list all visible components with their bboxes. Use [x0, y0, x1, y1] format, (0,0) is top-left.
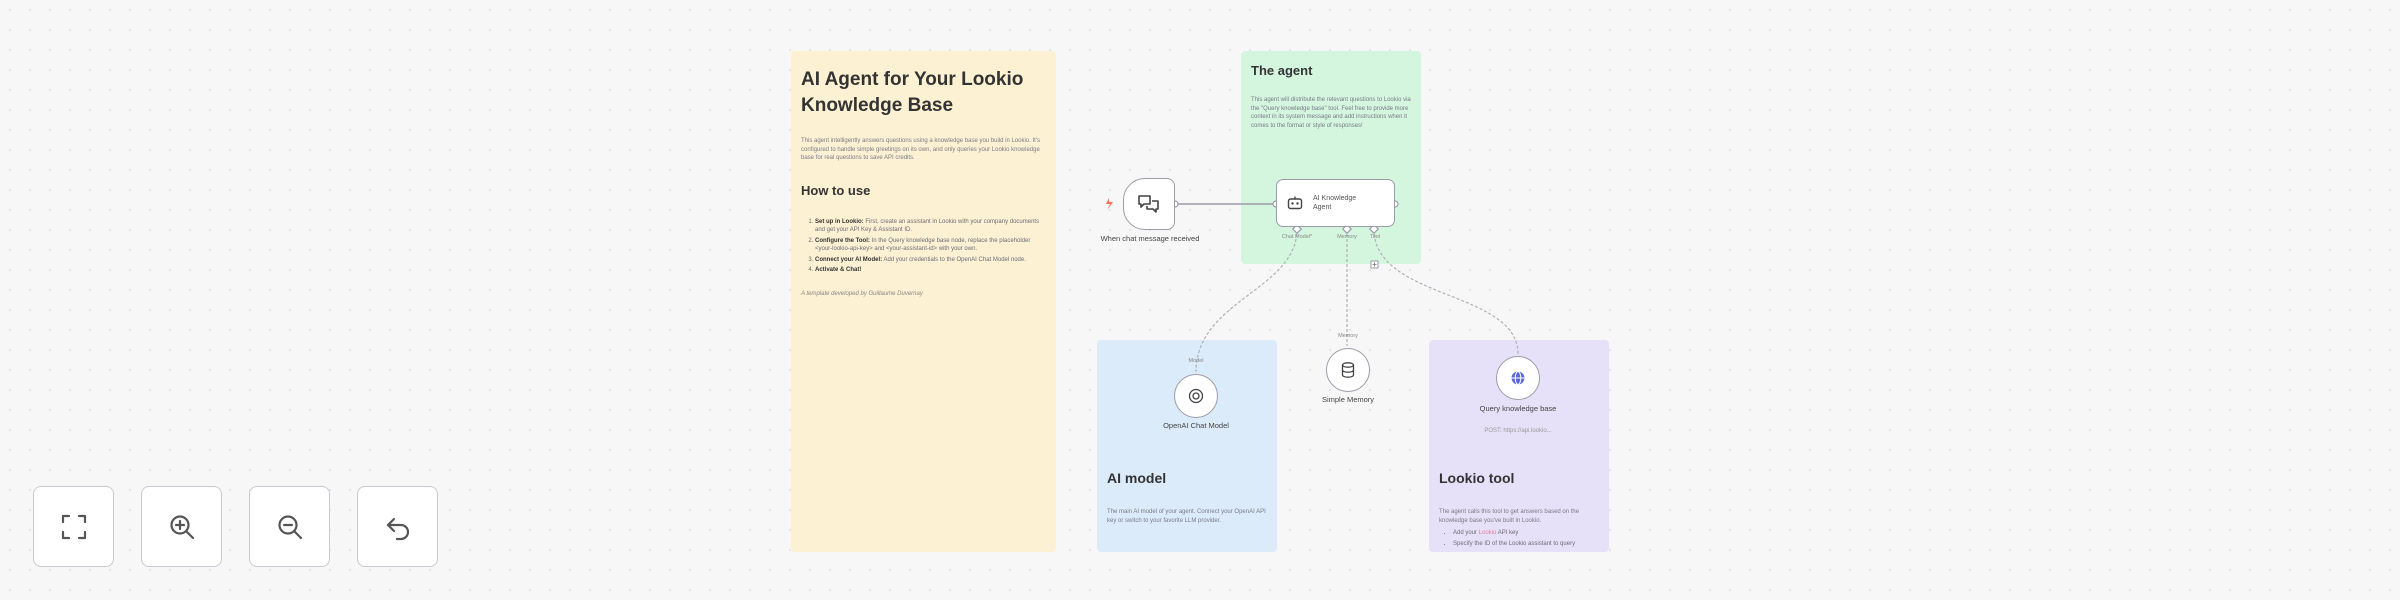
tool-port-label: Tool	[1369, 234, 1381, 240]
zoom-out-icon	[277, 514, 302, 539]
reset-zoom-icon	[386, 517, 409, 540]
query-label: Query knowledge base	[1479, 404, 1557, 413]
chat-bubbles-icon	[1138, 195, 1159, 213]
chat-trigger-node[interactable]	[1123, 178, 1175, 230]
openai-chat-model-node[interactable]	[1174, 374, 1218, 418]
intro-description: This agent intelligently answers questio…	[801, 138, 1040, 161]
how-to-heading: How to use	[801, 182, 871, 198]
simple-memory-node[interactable]	[1326, 348, 1370, 392]
step-item: Activate & Chat!	[815, 266, 1046, 275]
globe-icon	[1511, 371, 1525, 385]
model-note-title: AI model	[1107, 470, 1167, 486]
query-knowledge-base-node[interactable]	[1496, 356, 1540, 400]
tool-note-bullets: Add your Lookio API key Specify the ID o…	[1439, 529, 1599, 548]
how-to-steps: Set up in Lookio: First, create an assis…	[801, 218, 1046, 275]
bullet-item: Add your Lookio API key	[1453, 529, 1599, 538]
ai-agent-node[interactable]: AI Knowledge Agent	[1276, 179, 1395, 227]
trigger-bolt-icon	[1106, 198, 1113, 210]
lookio-link[interactable]: Lookio	[1478, 530, 1497, 536]
query-sublabel: POST: https://api.lookio...	[1484, 428, 1552, 434]
model-note-description: The main AI model of your agent. Connect…	[1107, 509, 1266, 524]
reset-zoom-button[interactable]	[357, 486, 438, 567]
sticky-note-intro[interactable]: AI Agent for Your Lookio Knowledge Base …	[791, 51, 1056, 552]
memory-port-label: Memory	[1337, 234, 1357, 240]
fit-view-button[interactable]	[33, 486, 114, 567]
openai-port-label: Model	[1188, 358, 1204, 364]
intro-title: AI Agent for Your Lookio Knowledge Base	[801, 69, 1024, 116]
fit-view-icon	[61, 514, 86, 539]
bullet-item: Specify the ID of the Lookio assistant t…	[1453, 540, 1599, 549]
database-icon	[1341, 362, 1355, 378]
step-item: Configure the Tool: In the Query knowled…	[815, 237, 1046, 254]
agent-note-title: The agent	[1251, 63, 1313, 78]
agent-label: AI Knowledge Agent	[1313, 195, 1357, 211]
openai-logo-icon	[1188, 388, 1204, 404]
memory-node-port-label: Memory	[1338, 333, 1358, 339]
step-item: Set up in Lookio: First, create an assis…	[815, 218, 1046, 235]
connection-model[interactable]	[1195, 228, 1298, 373]
intro-footer: A template developed by Guillaume Duvern…	[801, 290, 923, 297]
zoom-in-button[interactable]	[141, 486, 222, 567]
tool-note-title: Lookio tool	[1439, 470, 1515, 486]
memory-label: Simple Memory	[1321, 395, 1375, 404]
tool-note-description: The agent calls this tool to get answers…	[1439, 509, 1580, 524]
robot-icon	[1287, 196, 1303, 210]
zoom-in-icon	[169, 514, 194, 539]
zoom-out-button[interactable]	[249, 486, 330, 567]
sticky-note-agent[interactable]: The agent This agent will distribute the…	[1241, 51, 1421, 264]
connection-tool[interactable]	[1373, 228, 1519, 355]
step-item: Connect your AI Model: Add your credenti…	[815, 256, 1046, 265]
trigger-label: When chat message received	[1100, 234, 1200, 243]
chat-model-port-label: Chat Model*	[1281, 234, 1313, 240]
agent-note-description: This agent will distribute the relevant …	[1251, 97, 1411, 129]
openai-label: OpenAI Chat Model	[1163, 421, 1229, 430]
